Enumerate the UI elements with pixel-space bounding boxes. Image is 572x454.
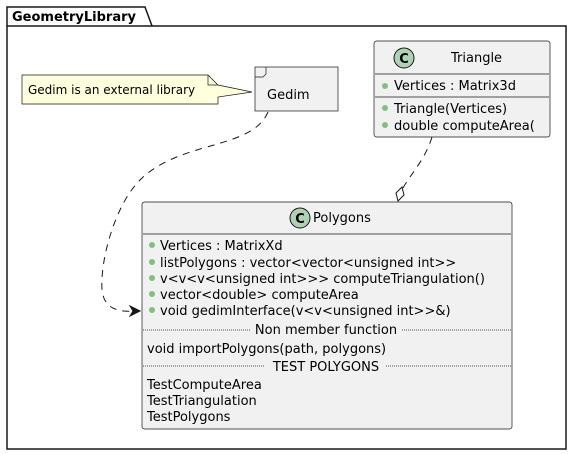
method: double computeArea(	[394, 119, 535, 134]
class-icon	[289, 207, 311, 229]
public-visibility-icon	[149, 275, 155, 281]
public-visibility-icon	[149, 291, 155, 297]
non-member-function: void importPolygons(path, polygons)	[147, 342, 386, 357]
class-name: Triangle	[450, 51, 502, 66]
public-visibility-icon	[149, 259, 155, 265]
public-visibility-icon	[149, 307, 155, 313]
class-triangle: C Triangle Vertices : Matrix3d Triangle(…	[373, 40, 551, 138]
arrowhead-icon	[128, 304, 142, 318]
public-visibility-icon	[382, 105, 388, 111]
class-polygons: C Polygons Vertices : MatrixXd listPolyg…	[141, 201, 513, 430]
method: vector<double> computeArea	[160, 288, 359, 303]
attribute: listPolygons : vector<vector<unsigned in…	[160, 256, 456, 271]
aggregation-triangle-polygons	[395, 136, 433, 202]
section-tests-label: TEST POLYGONS	[272, 360, 379, 375]
class-stereotype-letter: C	[295, 212, 305, 227]
gedim-label: Gedim	[267, 88, 310, 103]
package-title: GeometryLibrary	[12, 10, 137, 25]
public-visibility-icon	[382, 122, 388, 128]
section-non-member-label: Non member function	[255, 323, 397, 338]
attribute: Vertices : Matrix3d	[394, 79, 516, 94]
test-item: TestComputeArea	[146, 378, 262, 393]
gedim-component: Gedim	[254, 66, 339, 112]
note-text: Gedim is an external library	[28, 83, 195, 97]
dependency-gedim-to-polygons	[101, 111, 269, 318]
method: v<v<v<unsigned int>>> computeTriangulati…	[160, 272, 485, 287]
class-stereotype-letter: C	[399, 52, 409, 67]
method: Triangle(Vertices)	[393, 102, 507, 117]
public-visibility-icon	[149, 242, 155, 248]
package-geometry-library: GeometryLibrary	[6, 6, 567, 450]
test-item: TestPolygons	[146, 410, 231, 425]
public-visibility-icon	[382, 83, 388, 89]
test-item: TestTriangulation	[146, 394, 257, 409]
aggregation-diamond-icon	[395, 186, 405, 202]
attribute: Vertices : MatrixXd	[160, 239, 283, 254]
class-name: Polygons	[313, 211, 371, 226]
method: void gedimInterface(v<v<unsigned int>>&)	[160, 304, 451, 319]
note-gedim-external: Gedim is an external library	[21, 74, 253, 105]
class-icon	[393, 47, 415, 69]
